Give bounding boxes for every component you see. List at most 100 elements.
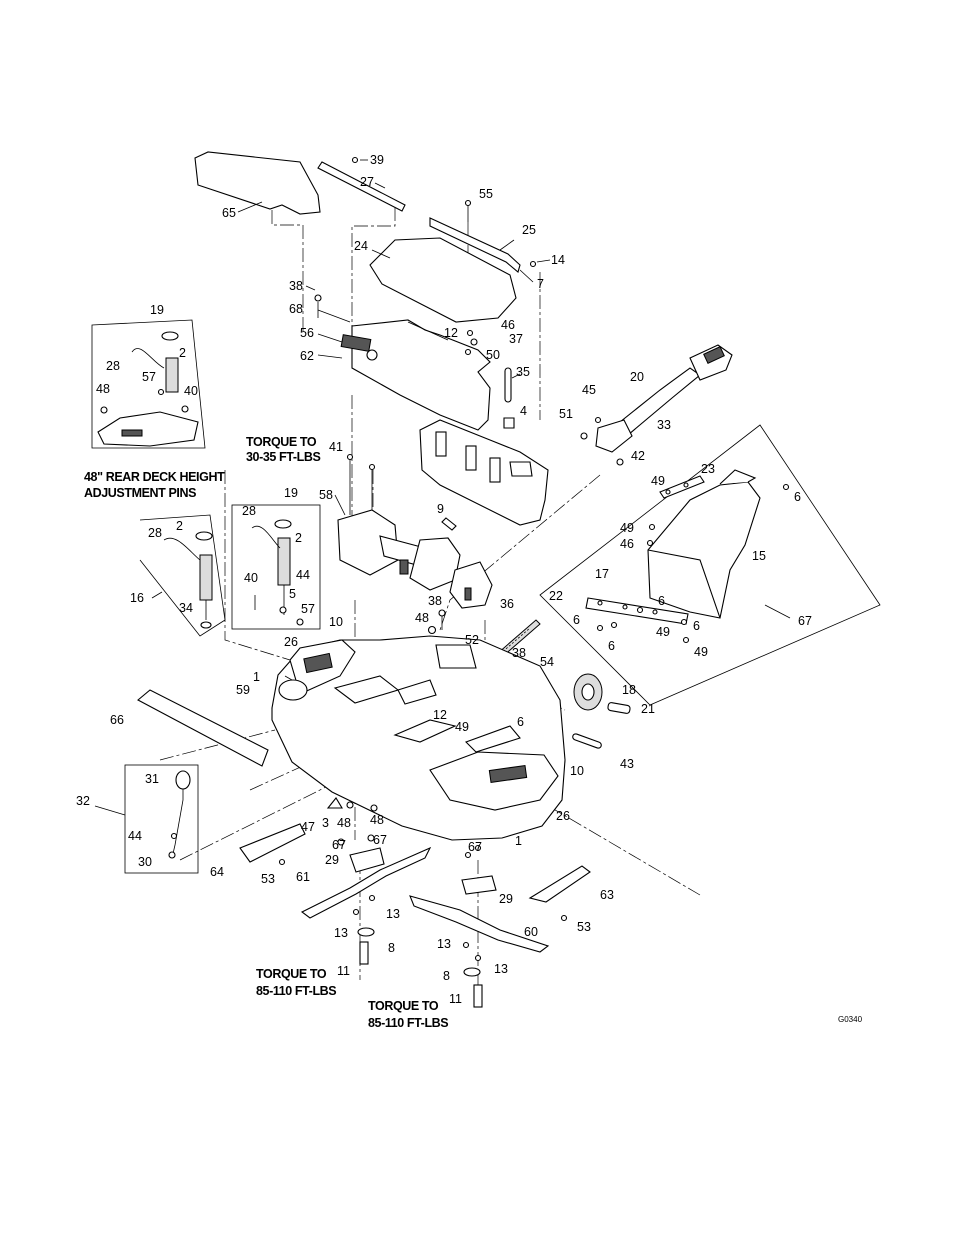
- callout-49-a: 49: [651, 474, 665, 488]
- callout-59: 59: [236, 683, 250, 697]
- callout-50: 50: [486, 348, 500, 362]
- callout-24: 24: [354, 239, 368, 253]
- callout-6-d: 6: [693, 619, 700, 633]
- callout-33: 33: [657, 418, 671, 432]
- callout-28-c: 28: [148, 526, 162, 540]
- note-rear-deck-1: 48" REAR DECK HEIGHT: [84, 470, 225, 484]
- part-19-rear-pin-box: [91, 319, 206, 449]
- callout-30: 30: [138, 855, 152, 869]
- part-15-chute: [647, 469, 761, 619]
- drawing-code: G0340: [838, 1015, 863, 1024]
- callout-32: 32: [76, 794, 90, 808]
- callout-65: 65: [222, 206, 236, 220]
- part-17-hardware: [596, 483, 790, 644]
- note-torque-blade-left-2: 85-110 FT-LBS: [256, 984, 336, 998]
- callout-13-d: 13: [494, 962, 508, 976]
- callout-67-d: 67: [468, 840, 482, 854]
- callout-57-a: 57: [142, 370, 156, 384]
- note-torque-gearbox-2: 30-35 FT-LBS: [246, 450, 320, 464]
- callout-13-a: 13: [386, 907, 400, 921]
- part-16-pin-assembly: [139, 514, 226, 637]
- callout-67-c: 67: [373, 833, 387, 847]
- part-24-plate: [369, 237, 517, 323]
- callout-48-c: 48: [337, 816, 351, 830]
- part-63-baffle: [528, 865, 591, 922]
- callout-61: 61: [296, 870, 310, 884]
- callout-31: 31: [145, 772, 159, 786]
- callout-47: 47: [301, 820, 315, 834]
- callout-62: 62: [300, 349, 314, 363]
- callout-4: 4: [520, 404, 527, 418]
- callout-29-a: 29: [325, 853, 339, 867]
- note-torque-blade-left-1: TORQUE TO: [256, 967, 327, 981]
- part-35-pin: [503, 367, 521, 429]
- part-60-blade: [409, 875, 550, 953]
- callout-23: 23: [701, 462, 715, 476]
- callout-8-a: 8: [388, 941, 395, 955]
- part-18-wheel: [517, 673, 631, 749]
- callout-49-c: 49: [656, 625, 670, 639]
- callout-45: 45: [582, 383, 596, 397]
- callout-40-a: 40: [184, 384, 198, 398]
- callout-21: 21: [641, 702, 655, 716]
- note-torque-gearbox-1: TORQUE TO: [246, 435, 317, 449]
- part-65-shield: [194, 151, 321, 215]
- callout-35: 35: [516, 365, 530, 379]
- callout-67-b: 67: [332, 838, 346, 852]
- callout-64: 64: [210, 865, 224, 879]
- note-torque-blade-right-2: 85-110 FT-LBS: [368, 1016, 448, 1030]
- callout-26-a: 26: [284, 635, 298, 649]
- callout-40-b: 40: [244, 571, 258, 585]
- callout-labels: 39 27 65 55 25 24 14 7 38 68 19 46 56 12…: [76, 153, 812, 1006]
- callout-17: 17: [595, 567, 609, 581]
- callout-43: 43: [620, 757, 634, 771]
- callout-1-a: 1: [253, 670, 260, 684]
- callout-6-f: 6: [517, 715, 524, 729]
- callout-11-b: 11: [449, 992, 462, 1006]
- callout-60: 60: [524, 925, 538, 939]
- callout-28-a: 28: [106, 359, 120, 373]
- torque-notes: TORQUE TO 30-35 FT-LBS 48" REAR DECK HEI…: [84, 435, 863, 1030]
- callout-13-b: 13: [334, 926, 348, 940]
- callout-44-a: 44: [296, 568, 310, 582]
- part-23-bracket: [659, 475, 705, 499]
- part-66-baffle: [137, 689, 269, 767]
- callout-51: 51: [559, 407, 573, 421]
- callout-18: 18: [622, 683, 636, 697]
- callout-7: 7: [537, 277, 544, 291]
- gearbox-mount-plate: [419, 419, 549, 526]
- callout-39: 39: [370, 153, 384, 167]
- callout-67-a: 67: [798, 614, 812, 628]
- callout-48-d: 48: [370, 813, 384, 827]
- callout-38-b: 38: [428, 594, 442, 608]
- callout-48-b: 48: [415, 611, 429, 625]
- callout-6-b: 6: [658, 594, 665, 608]
- callout-38-c: 38: [512, 646, 526, 660]
- note-rear-deck-2: ADJUSTMENT PINS: [84, 486, 196, 500]
- callout-49-e: 49: [455, 720, 469, 734]
- callout-55: 55: [479, 187, 493, 201]
- callout-38-a: 38: [289, 279, 303, 293]
- part-25-bracket: [429, 199, 551, 283]
- part-32-lift-rod-box: [94, 764, 199, 874]
- callout-26-b: 26: [556, 809, 570, 823]
- spindle-hardware: [326, 797, 483, 1008]
- callout-54: 54: [540, 655, 554, 669]
- callout-25: 25: [522, 223, 536, 237]
- callout-12-a: 12: [444, 326, 458, 340]
- callout-53-b: 53: [577, 920, 591, 934]
- part-61-blade: [300, 846, 432, 919]
- part-27-strap: [317, 156, 406, 212]
- callout-48-a: 48: [96, 382, 110, 396]
- part-64-baffle: [239, 823, 306, 866]
- callout-19-b: 19: [284, 486, 298, 500]
- callout-52: 52: [465, 633, 479, 647]
- callout-19-a: 19: [150, 303, 164, 317]
- callout-10-a: 10: [329, 615, 343, 629]
- callout-13-c: 13: [437, 937, 451, 951]
- callout-9: 9: [437, 502, 444, 516]
- callout-66: 66: [110, 713, 124, 727]
- callout-27: 27: [360, 175, 374, 189]
